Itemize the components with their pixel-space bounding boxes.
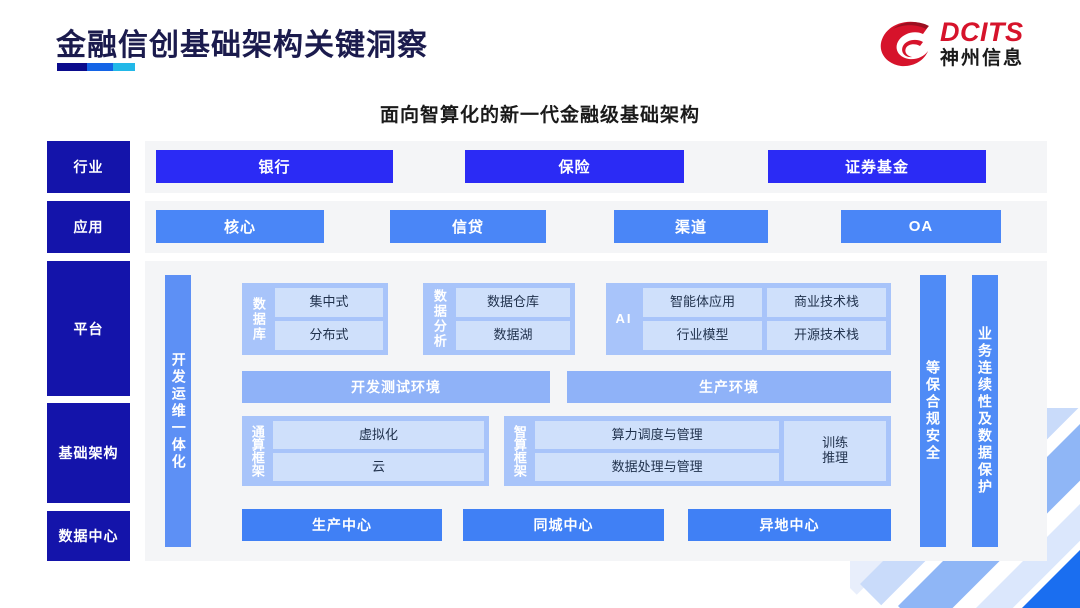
subtitle: 面向智算化的新一代金融级基础架构 bbox=[379, 105, 700, 126]
group-title-data-analysis: 数据分析 bbox=[431, 289, 447, 349]
layer-label-platform: 平台 bbox=[47, 261, 130, 396]
platform-panel: 开发运维一体化 数据库 集中式 分布式 数据分析 数据仓库 数据湖 A bbox=[145, 261, 1047, 561]
group-title-general-computing: 通算框架 bbox=[249, 425, 265, 477]
layer-label-datacenter: 数据中心 bbox=[47, 511, 130, 561]
industry-panel: 银行 保险 证券基金 bbox=[145, 141, 1047, 193]
vertical-bar-devops[interactable]: 开发运维一体化 bbox=[165, 275, 191, 547]
chip-compute-scheduling[interactable]: 算力调度与管理 bbox=[535, 421, 780, 449]
dcits-logo: DCITS 神州信息 bbox=[878, 16, 1048, 78]
chip-agent-application[interactable]: 智能体应用 bbox=[643, 288, 762, 317]
group-title-intelligent-computing: 智算框架 bbox=[511, 425, 527, 477]
chip-data-lake[interactable]: 数据湖 bbox=[456, 321, 570, 350]
industry-tile-securities[interactable]: 证券基金 bbox=[768, 150, 986, 183]
logo-en-text: DCITS bbox=[940, 17, 1024, 47]
rule-segment-1 bbox=[57, 63, 87, 71]
chip-centralized[interactable]: 集中式 bbox=[275, 288, 383, 317]
chip-opensource-stack[interactable]: 开源技术栈 bbox=[767, 321, 886, 350]
chip-distributed[interactable]: 分布式 bbox=[275, 321, 383, 350]
chip-data-warehouse[interactable]: 数据仓库 bbox=[456, 288, 570, 317]
chip-commercial-stack[interactable]: 商业技术栈 bbox=[767, 288, 886, 317]
layer-label-infrastructure: 基础架构 bbox=[47, 403, 130, 503]
application-tile-oa[interactable]: OA bbox=[841, 210, 1001, 243]
chip-train-inference[interactable]: 训练 推理 bbox=[784, 421, 886, 481]
industry-tile-insurance[interactable]: 保险 bbox=[465, 150, 684, 183]
envbar-production[interactable]: 生产环境 bbox=[567, 371, 891, 403]
group-title-ai: AI bbox=[615, 311, 633, 327]
group-intelligent-computing-framework: 智算框架 算力调度与管理 数据处理与管理 训练 推理 bbox=[504, 416, 891, 486]
rule-segment-3 bbox=[113, 63, 135, 71]
vertical-bar-compliance-security[interactable]: 等保合规安全 bbox=[920, 275, 946, 547]
datacenter-tile-metro[interactable]: 同城中心 bbox=[463, 509, 664, 541]
page-title: 金融信创基础架构关键洞察 bbox=[56, 29, 428, 62]
envbar-dev-test[interactable]: 开发测试环境 bbox=[242, 371, 550, 403]
datacenter-tile-remote[interactable]: 异地中心 bbox=[688, 509, 891, 541]
logo-swirl-icon bbox=[880, 21, 929, 67]
application-tile-core[interactable]: 核心 bbox=[156, 210, 324, 243]
group-data-analysis: 数据分析 数据仓库 数据湖 bbox=[423, 283, 575, 355]
application-panel: 核心 信贷 渠道 OA bbox=[145, 201, 1047, 253]
logo-text: DCITS 神州信息 bbox=[940, 18, 1024, 71]
layer-label-application: 应用 bbox=[47, 201, 130, 253]
group-general-computing-framework: 通算框架 虚拟化 云 bbox=[242, 416, 489, 486]
application-tile-channel[interactable]: 渠道 bbox=[614, 210, 768, 243]
layer-label-industry: 行业 bbox=[47, 141, 130, 193]
logo-cn-text: 神州信息 bbox=[940, 48, 1025, 70]
datacenter-tile-production[interactable]: 生产中心 bbox=[242, 509, 442, 541]
header: 金融信创基础架构关键洞察 DCITS 神州信息 bbox=[0, 0, 1080, 92]
group-ai: AI 智能体应用 行业模型 商业技术栈 开源技术栈 bbox=[606, 283, 891, 355]
group-database: 数据库 集中式 分布式 bbox=[242, 283, 388, 355]
industry-tile-bank[interactable]: 银行 bbox=[156, 150, 393, 183]
application-tile-credit[interactable]: 信贷 bbox=[390, 210, 546, 243]
chip-data-processing[interactable]: 数据处理与管理 bbox=[535, 453, 780, 481]
vertical-bar-business-continuity[interactable]: 业务连续性及数据保护 bbox=[972, 275, 998, 547]
title-underline-rule bbox=[57, 63, 135, 71]
chip-industry-model[interactable]: 行业模型 bbox=[643, 321, 762, 350]
group-title-database: 数据库 bbox=[250, 296, 266, 342]
rule-segment-2 bbox=[87, 63, 113, 71]
chip-cloud[interactable]: 云 bbox=[273, 453, 484, 481]
architecture-diagram: 行业 应用 平台 基础架构 数据中心 银行 保险 证券基金 核心 信贷 渠道 O… bbox=[47, 141, 1047, 566]
chip-virtualization[interactable]: 虚拟化 bbox=[273, 421, 484, 449]
